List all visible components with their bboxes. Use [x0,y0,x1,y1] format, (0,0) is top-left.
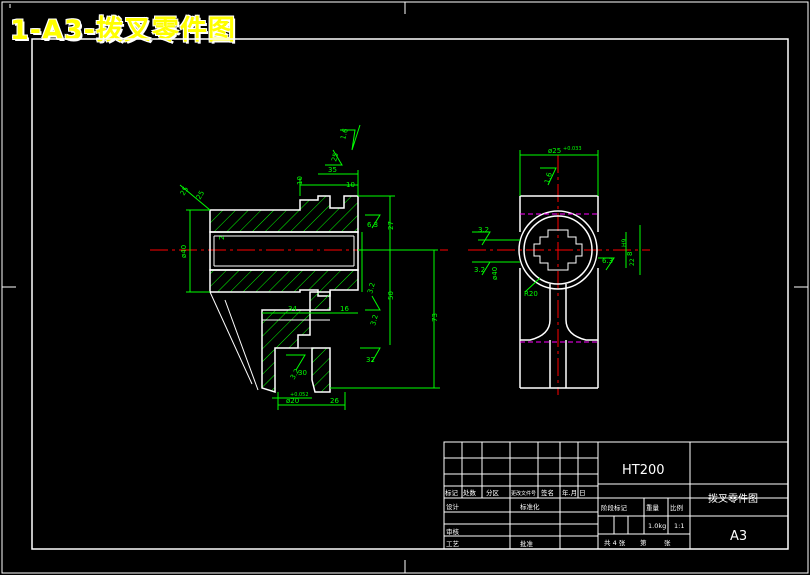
dim-10b: 10 [296,176,304,185]
tb-stage: 阶段标记 [601,503,628,512]
side-dim-8: 8 [626,252,634,256]
tb-sheet-unit: 张 [664,538,671,547]
front-dimension-texts: 25 25 1.6 25 35 10 10 27 6.3 50 73 34 16… [179,127,439,405]
side-view: ø25 +0.033 1.6 3.2 3.2 6.3 ø40 R20 8 H9 … [468,146,650,395]
tb-sheet-size: A3 [730,529,747,544]
dim-26: 26 [330,397,339,405]
tb-process: 工艺 [446,540,460,548]
dim-34: 34 [288,305,297,313]
dim-2: 2 [218,236,226,240]
side-dim-3-2a: 3.2 [478,226,489,234]
title-block-texts: HT200 拨叉零件图 A3 标记 处数 分区 更改文件号 签名 年.月.日 设… [445,463,758,548]
tb-scale: 1:1 [674,522,684,530]
tb-weight: 1.0kg [648,522,666,530]
dim-3-2b: 3.2 [369,314,380,327]
tb-review: 审核 [446,527,460,536]
front-dimension-lines [179,124,440,410]
dim-16: 16 [340,305,349,313]
dim-tol: +0.052 [290,392,309,398]
tb-change-doc: 更改文件号 [511,490,536,497]
dim-27: 27 [387,221,395,230]
dim-35: 35 [328,166,337,174]
side-dim-r20: R20 [524,290,538,298]
dim-20: ø20 [286,397,299,405]
side-hidden-lines [520,213,598,343]
tb-weight-h: 重量 [646,504,660,512]
dim-40: ø40 [180,245,188,258]
side-dim-40: ø40 [491,267,499,280]
tb-zone: 分区 [486,488,500,497]
tb-part-name: 拨叉零件图 [708,492,758,505]
tb-design: 设计 [446,502,460,511]
tb-material: HT200 [622,463,665,478]
dim-rough-upper: 25 [330,152,340,163]
side-dim-h9: H9 [621,238,628,247]
tb-sheet-no: 第 [640,538,647,547]
dim-3-2a: 3.2 [366,282,377,295]
side-dim-top: ø25 [548,147,561,155]
side-dimension-lines [472,150,641,293]
dim-73: 73 [431,313,439,322]
title-block-grid [443,441,789,550]
side-outline [518,195,599,389]
tb-sign: 签名 [541,488,554,497]
side-dimension-texts: ø25 +0.033 1.6 3.2 3.2 6.3 ø40 R20 8 H9 … [474,146,636,298]
side-dim-3-2b: 3.2 [474,266,485,274]
section-bottom-wall [209,269,359,297]
tb-approve: 批准 [520,539,534,548]
tb-mark: 标记 [445,488,459,497]
tb-count: 处数 [463,488,477,497]
tb-scale-h: 比例 [670,503,683,512]
dim-10: 10 [346,181,355,189]
dim-6-3: 6.3 [367,221,378,229]
dim-32: 32 [366,356,375,364]
dim-30: 30 [298,369,307,377]
side-dim-22: 22 [629,258,636,266]
page-title: 1-A3-拨叉零件图 [10,15,236,46]
dim-50: 50 [387,291,395,300]
dim-rough-b: 25 [195,189,206,201]
tb-sheets-total: 共 4 张 [604,538,626,547]
front-section-view: 25 25 1.6 25 35 10 10 27 6.3 50 73 34 16… [150,124,448,410]
tb-date: 年.月.日 [562,488,586,497]
section-fork-arm [261,291,331,394]
tb-standard: 标准化 [520,502,540,511]
side-dim-tol-top: +0.033 [563,146,582,152]
dim-rough-top: 1.6 [339,127,350,140]
section-top-wall [209,195,359,233]
dim-rough-a: 25 [179,185,190,197]
bore-outline [209,231,359,271]
side-dim-1-6: 1.6 [543,171,554,184]
side-dim-6-3: 6.3 [602,257,613,265]
